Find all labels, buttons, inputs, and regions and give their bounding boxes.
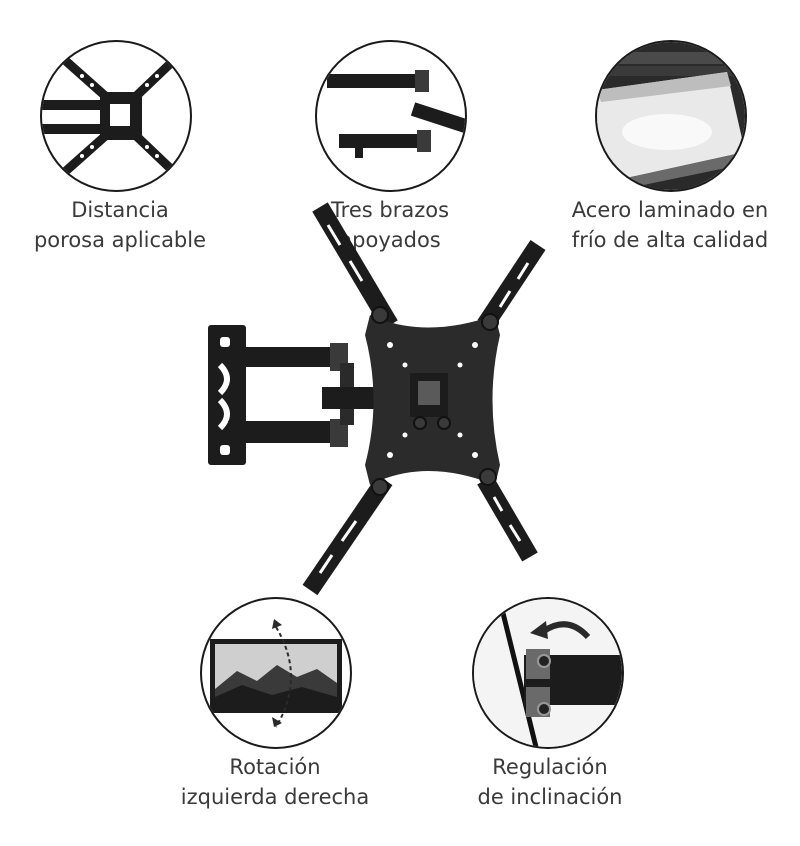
caption-steel-line1: Acero laminado en [571, 198, 769, 222]
caption-tilt-line2: de inclinación [477, 785, 623, 809]
feature-circle-distance [40, 40, 192, 192]
triple-arm-icon [327, 70, 465, 158]
rotation-screen-icon [210, 619, 342, 728]
caption-steel-line2: frío de alta calidad [571, 228, 769, 252]
feature-circle-arms [315, 40, 467, 192]
caption-tilt: Regulación de inclinación [450, 752, 650, 812]
vesa-pattern-icon [42, 55, 179, 177]
caption-distance-line1: Distancia [71, 198, 169, 222]
caption-distance-line2: porosa aplicable [33, 228, 207, 252]
caption-steel: Acero laminado en frío de alta calidad [565, 195, 775, 255]
caption-arms-line2: apoyados [339, 228, 441, 252]
caption-rotation-line2: izquierda derecha [180, 785, 370, 809]
steel-sheet-icon [597, 42, 745, 190]
feature-circle-rotation [200, 597, 352, 749]
feature-circle-tilt [472, 597, 624, 749]
tilt-arrow-icon [474, 599, 622, 747]
caption-rotation: Rotación izquierda derecha [175, 752, 375, 812]
tv-wall-mount-image [208, 202, 546, 596]
caption-arms: Tres brazos apoyados [300, 195, 480, 255]
caption-distance: Distancia porosa aplicable [20, 195, 220, 255]
caption-rotation-line1: Rotación [229, 755, 321, 779]
caption-tilt-line1: Regulación [492, 755, 608, 779]
caption-arms-line1: Tres brazos [330, 198, 450, 222]
feature-circle-steel [595, 40, 747, 192]
